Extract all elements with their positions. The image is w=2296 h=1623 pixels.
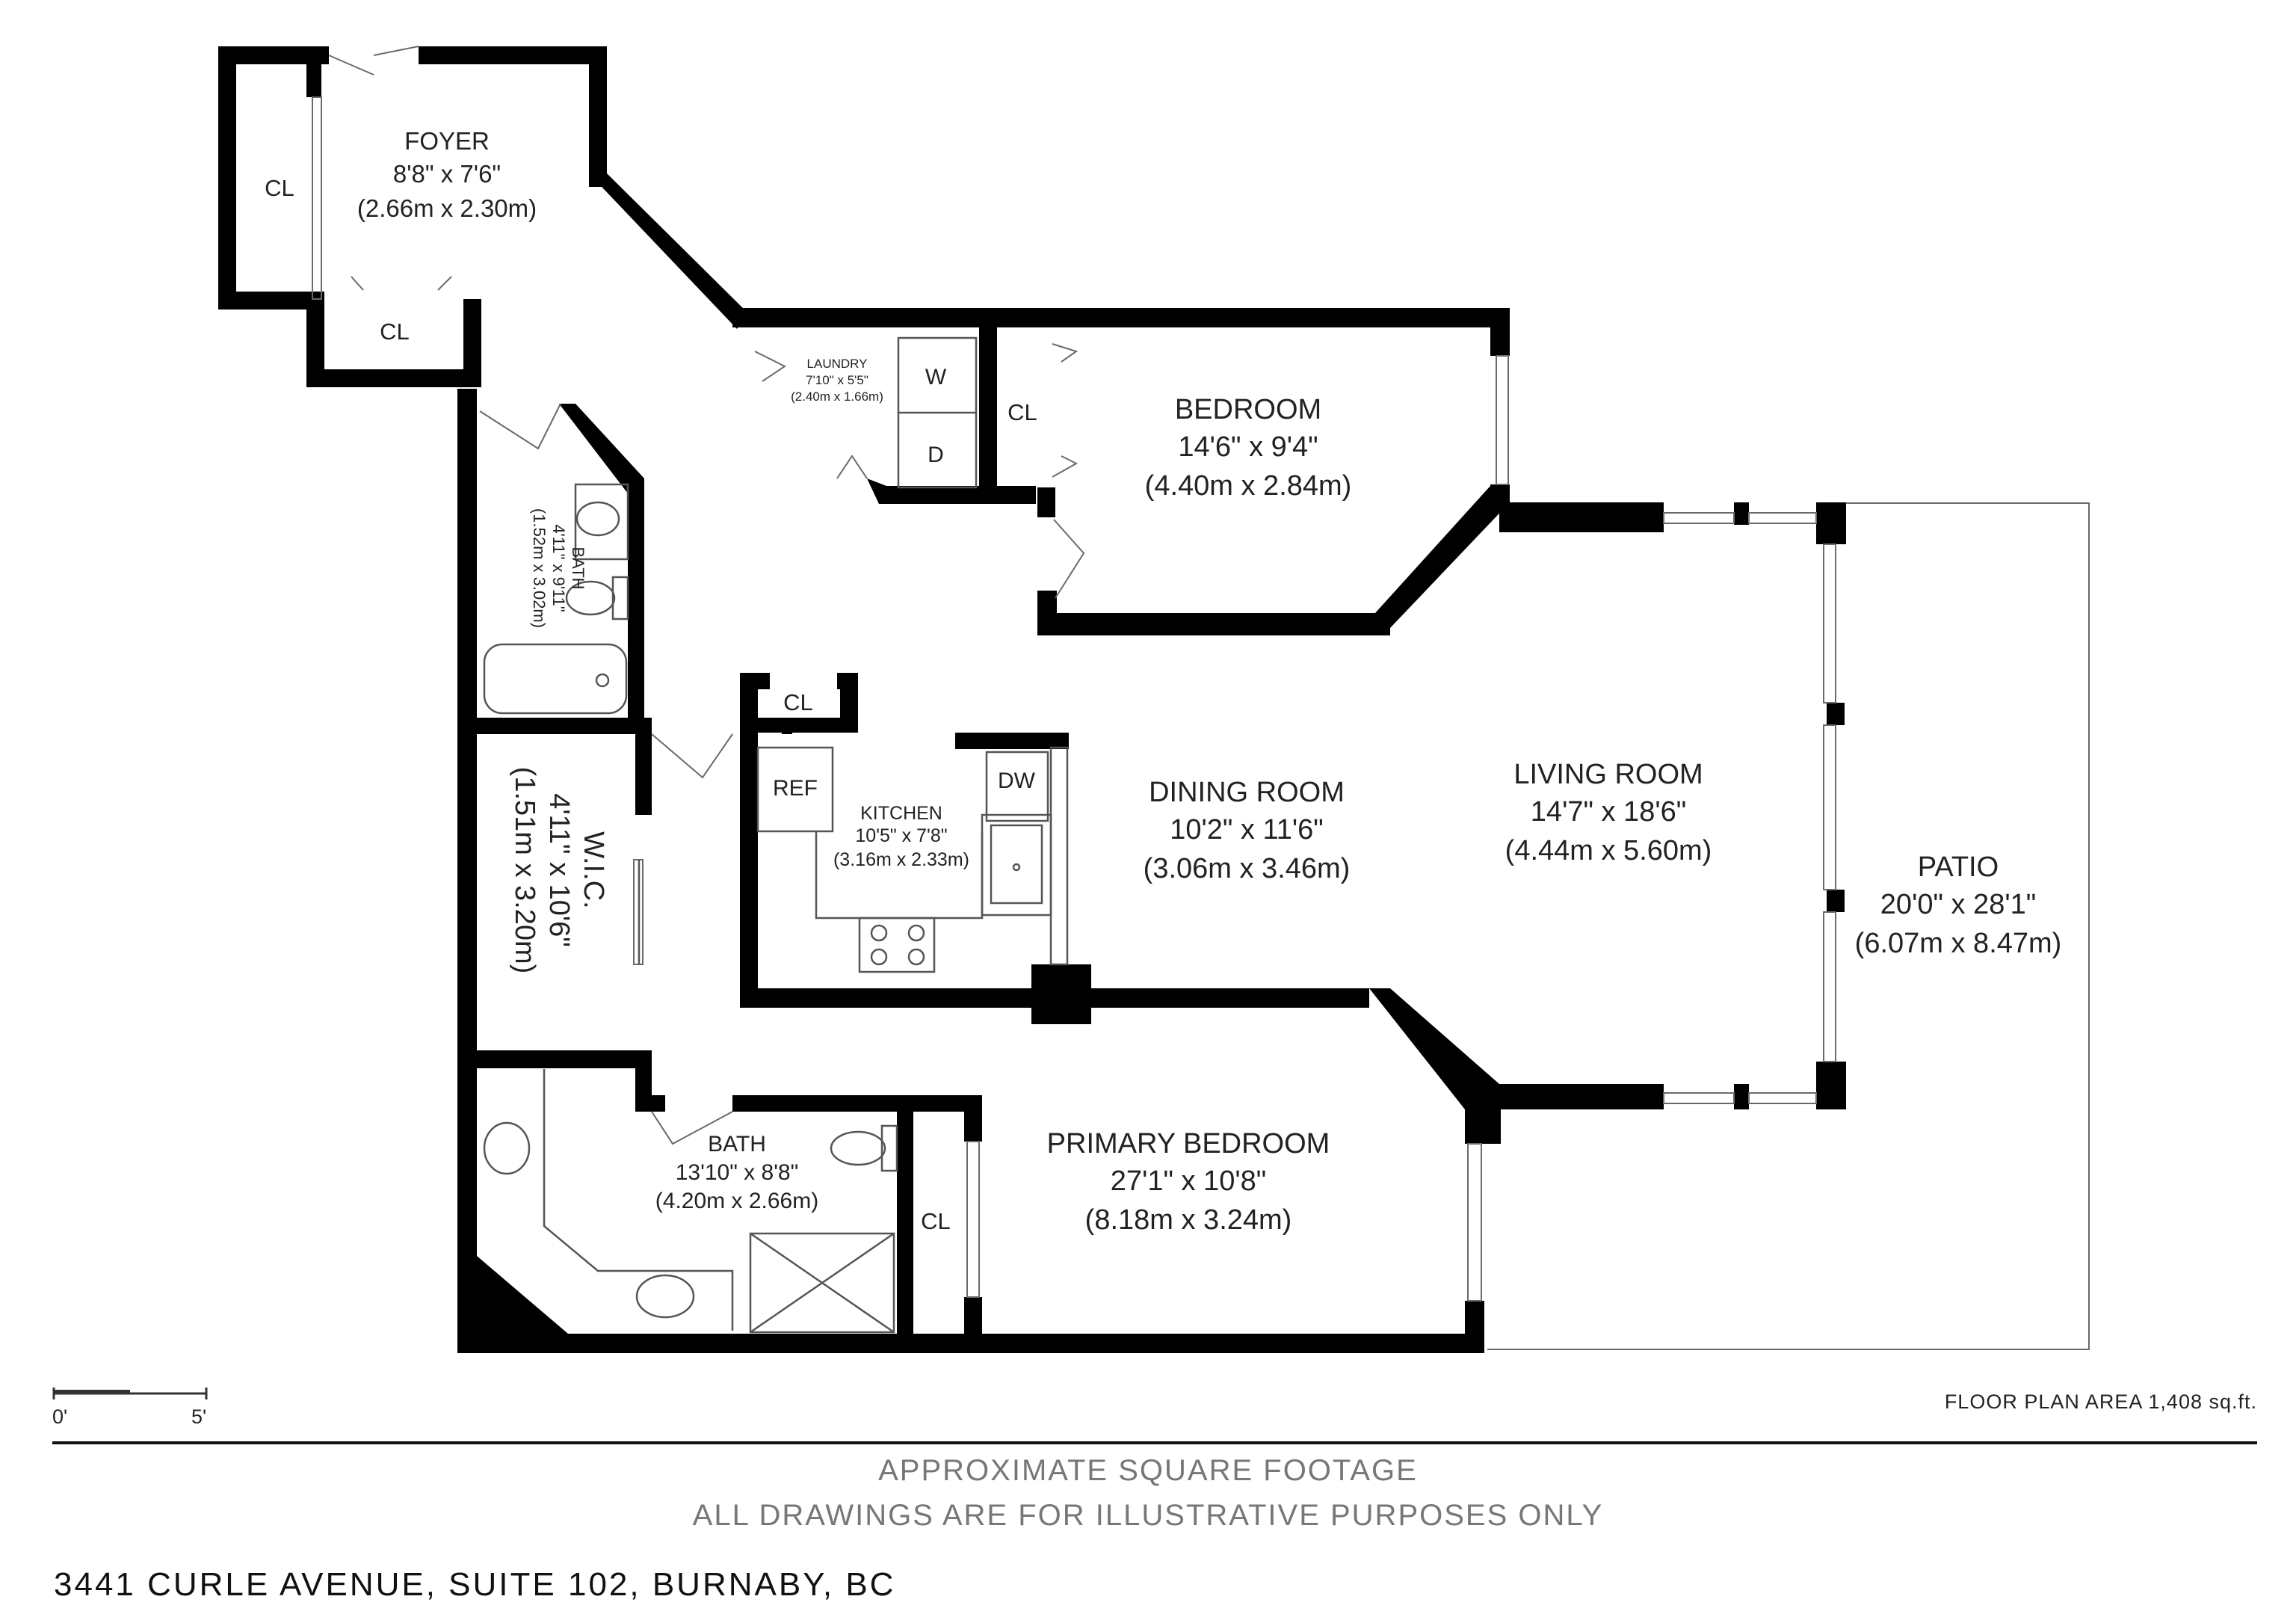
property-address: 3441 CURLE AVENUE, SUITE 102, BURNABY, B…: [54, 1566, 896, 1603]
kitchen-imperial: 10'5" x 7'8": [855, 825, 947, 846]
primary-closet-label: CL: [921, 1208, 951, 1234]
washer-label: W: [925, 365, 947, 389]
bedroom-metric: (4.40m x 2.84m): [1145, 470, 1352, 502]
laundry-name: LAUNDRY: [807, 357, 868, 371]
dishwasher-label: DW: [998, 769, 1036, 793]
wic-metric: (1.51m x 3.20m): [509, 767, 540, 974]
fixtures: [483, 336, 1069, 1334]
windows: [312, 96, 1836, 1302]
scale-start-label: 0': [52, 1405, 67, 1428]
bedroom-closet-label: CL: [1007, 399, 1037, 425]
bath-small-imperial: 4'11" x 9'11": [549, 524, 568, 612]
kitchen-closet-label: CL: [783, 689, 813, 715]
dryer-label: D: [928, 443, 944, 467]
dining-name: DINING ROOM: [1149, 777, 1345, 808]
primary-bedroom-name: PRIMARY BEDROOM: [1047, 1128, 1330, 1159]
patio-metric: (6.07m x 8.47m): [1855, 928, 2062, 959]
bath-small-metric: (1.52m x 3.02m): [530, 508, 549, 628]
bedroom-imperial: 14'6" x 9'4": [1178, 431, 1318, 463]
living-metric: (4.44m x 5.60m): [1505, 835, 1712, 866]
illustrative-disclaimer: ALL DRAWINGS ARE FOR ILLUSTRATIVE PURPOS…: [692, 1499, 1604, 1532]
scale-end-label: 5': [191, 1405, 206, 1428]
dining-imperial: 10'2" x 11'6": [1170, 814, 1324, 846]
walls: [218, 46, 1846, 1353]
bath-small-name: BATH: [569, 546, 587, 589]
primary-bedroom-metric: (8.18m x 3.24m): [1085, 1204, 1292, 1236]
primary-bath-imperial: 13'10" x 8'8": [676, 1160, 799, 1185]
bedroom-name: BEDROOM: [1175, 394, 1321, 425]
approximate-footage-note: APPROXIMATE SQUARE FOOTAGE: [878, 1454, 1418, 1487]
wic-imperial: 4'11" x 10'6": [543, 793, 575, 947]
foyer-closet-label: CL: [265, 175, 294, 201]
living-imperial: 14'7" x 18'6": [1531, 796, 1686, 828]
laundry-metric: (2.40m x 1.66m): [791, 389, 883, 404]
primary-bedroom-imperial: 27'1" x 10'8": [1111, 1165, 1266, 1197]
primary-bath-metric: (4.20m x 2.66m): [655, 1189, 818, 1213]
living-name: LIVING ROOM: [1513, 759, 1703, 790]
foyer-closet2-label: CL: [380, 318, 410, 345]
patio-imperial: 20'0" x 28'1": [1880, 889, 2036, 920]
dining-metric: (3.06m x 3.46m): [1144, 853, 1351, 884]
door-swings: [328, 46, 1085, 1145]
primary-bath-name: BATH: [708, 1132, 766, 1157]
patio-name: PATIO: [1918, 851, 1999, 883]
kitchen-metric: (3.16m x 2.33m): [833, 849, 969, 870]
foyer-imperial: 8'8" x 7'6": [393, 160, 501, 188]
wic-name: W.I.C.: [578, 831, 609, 908]
foyer-metric: (2.66m x 2.30m): [357, 194, 537, 222]
patio-outline: [1487, 502, 2090, 1350]
scale-bar: 0' 5': [52, 1388, 208, 1428]
refrigerator-label: REF: [773, 776, 818, 801]
kitchen-name: KITCHEN: [860, 803, 942, 824]
foyer-name: FOYER: [404, 127, 490, 155]
footer-divider: [52, 1441, 2257, 1444]
floor-plan-area: FLOOR PLAN AREA 1,408 sq.ft.: [1944, 1391, 2257, 1413]
laundry-imperial: 7'10" x 5'5": [806, 373, 868, 387]
room-labels: FOYER 8'8" x 7'6" (2.66m x 2.30m) CL CL …: [265, 127, 2061, 1236]
